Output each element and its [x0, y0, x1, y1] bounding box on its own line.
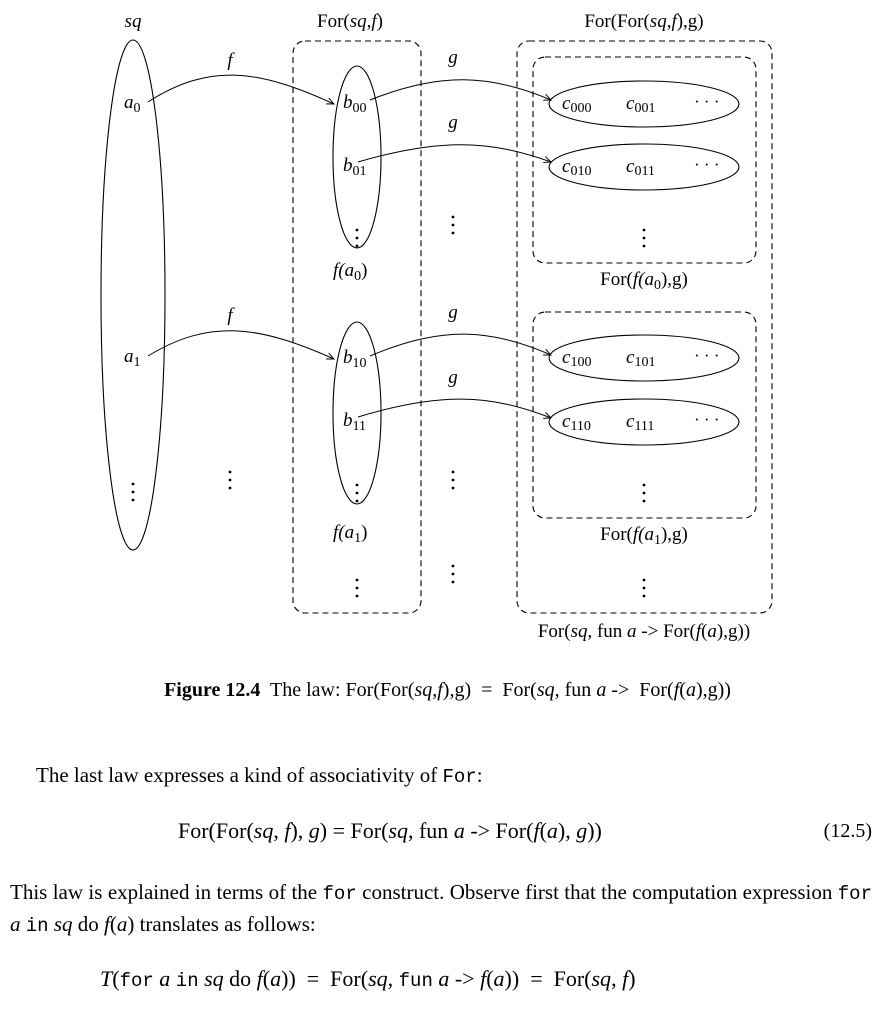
sq-ellipse — [100, 39, 166, 551]
label-b10: b10 — [343, 347, 367, 371]
label-c000: c000 — [562, 93, 591, 116]
header-for-for-sq-f-g: For(For(sq,f),g) — [584, 11, 703, 32]
c01-ellipse — [548, 143, 740, 191]
figure-diagram: sq For(sq,f) For(For(sq,f),g) f f g g g … — [100, 11, 773, 642]
label-b11: b11 — [343, 410, 366, 434]
figure-caption: Figure 12.4 The law: For(For(sq,f),g) = … — [164, 679, 731, 701]
label-c010: c010 — [562, 156, 591, 179]
label-c101: c101 — [626, 347, 655, 370]
arrow-f-1 — [147, 330, 334, 359]
header-for-sq-f: For(sq,f) — [317, 11, 383, 32]
label-c110: c110 — [562, 411, 591, 434]
c10-ellipse — [548, 334, 740, 382]
label-b01: b01 — [343, 155, 367, 179]
label-c001: c001 — [626, 93, 655, 116]
equation-translation: T(for a in sq do f(a)) = For(sq, fun a -… — [100, 966, 636, 992]
label-c011: c011 — [626, 156, 655, 179]
arrow-g-1 — [357, 144, 551, 162]
label-a1: a1 — [124, 346, 141, 370]
inner-box-1-label: For(f(a1),g) — [600, 524, 688, 548]
inner-box-0-label: For(f(a0),g) — [600, 269, 688, 293]
equation-number: (12.5) — [823, 820, 872, 842]
outer-box-label: For(sq, fun a -> For(f(a),g)) — [538, 621, 750, 642]
label-c111: c111 — [626, 411, 654, 434]
vertical-dots — [131, 215, 646, 598]
outer-box — [516, 40, 773, 614]
arrow-g-0 — [369, 79, 551, 100]
paragraph-associativity: The last law expresses a kind of associa… — [36, 763, 483, 788]
label-g-1: g — [448, 112, 458, 133]
c11-ellipse — [548, 398, 740, 446]
label-a0: a0 — [124, 92, 141, 116]
label-g-2: g — [448, 302, 458, 323]
label-c100: c100 — [562, 347, 591, 370]
label-f-0: f — [227, 50, 235, 71]
hdots-c11: · · · — [694, 410, 719, 429]
label-g-3: g — [448, 367, 458, 388]
paragraph-explanation: This law is explained in terms of the fo… — [10, 880, 872, 937]
f-a1-ellipse — [332, 321, 382, 505]
c00-ellipse — [548, 80, 740, 128]
hdots-c10: · · · — [694, 346, 719, 365]
header-sq: sq — [125, 11, 142, 32]
equation-12-5: For(For(sq, f), g) = For(sq, fun a -> Fo… — [178, 818, 602, 843]
arrow-g-3 — [357, 398, 551, 418]
f-a0-ellipse — [332, 65, 382, 249]
label-f-1: f — [227, 305, 235, 326]
label-f-a0: f(a0) — [333, 260, 367, 284]
hdots-c01: · · · — [694, 155, 719, 174]
caption-label: Figure 12.4 — [164, 679, 261, 701]
for-sq-f-box — [292, 40, 422, 614]
arrow-g-2 — [369, 333, 551, 357]
hdots-c00: · · · — [694, 92, 719, 111]
label-f-a1: f(a1) — [333, 522, 367, 546]
arrow-f-0 — [147, 74, 334, 104]
label-g-0: g — [448, 47, 458, 68]
label-b00: b00 — [343, 92, 367, 116]
